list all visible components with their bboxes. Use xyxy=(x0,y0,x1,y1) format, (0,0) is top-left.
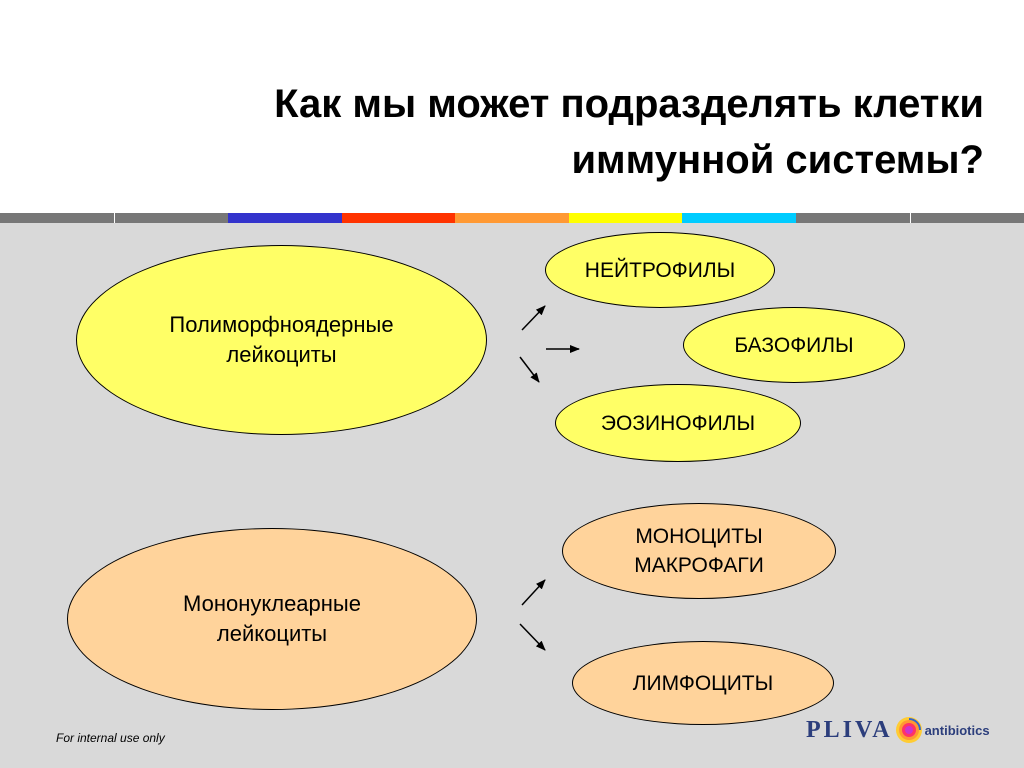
stripe-segment xyxy=(795,213,910,223)
logo-subtitle: antibiotics xyxy=(924,722,990,738)
polymorph-label-line-2: лейкоциты xyxy=(226,342,337,367)
eosinophils-label: ЭОЗИНОФИЛЫ xyxy=(600,411,756,435)
stripe-segment xyxy=(455,213,569,223)
eosinophils-ellipse: ЭОЗИНОФИЛЫ xyxy=(555,384,801,462)
monocytes-label: МОНОЦИТЫ xyxy=(635,525,763,548)
stripe-segment xyxy=(113,213,229,223)
logo-word: PLIVA xyxy=(806,716,893,743)
mononuclear-label-line-1: Мононуклеарные xyxy=(183,591,361,616)
stripe-segment xyxy=(228,213,342,223)
stripe-segment xyxy=(0,213,114,223)
neutrophils-ellipse: НЕЙТРОФИЛЫ xyxy=(545,232,775,308)
pliva-swirl-icon xyxy=(895,717,922,743)
polymorph-label-line-1: Полиморфноядерные xyxy=(169,312,394,337)
basophils-ellipse: БАЗОФИЛЫ xyxy=(683,307,905,383)
macrophages-label: МАКРОФАГИ xyxy=(634,554,764,577)
title-line-2: иммунной системы? xyxy=(571,138,984,182)
basophils-label: БАЗОФИЛЫ xyxy=(734,333,854,357)
stripe-segment xyxy=(909,213,1024,223)
title-line-1: Как мы может подразделять клетки xyxy=(274,82,984,126)
stripe-segment xyxy=(568,213,683,223)
slide-header: Как мы может подразделять клетки иммунно… xyxy=(0,0,1024,213)
polymorph-leukocytes-ellipse: Полиморфноядерные лейкоциты xyxy=(76,245,487,435)
color-stripe xyxy=(0,213,1024,223)
lymphocytes-label: ЛИМФОЦИТЫ xyxy=(632,671,774,695)
slide-title: Как мы может подразделять клетки иммунно… xyxy=(84,76,984,188)
monocytes-macrophages-ellipse: МОНОЦИТЫ МАКРОФАГИ xyxy=(562,503,836,599)
stripe-segment xyxy=(682,213,796,223)
mononuclear-label-line-2: лейкоциты xyxy=(216,621,328,646)
pliva-logo: PLIVA antibiotics xyxy=(806,710,1006,750)
lymphocytes-ellipse: ЛИМФОЦИТЫ xyxy=(572,641,834,725)
stripe-segment xyxy=(341,213,456,223)
internal-use-note: For internal use only xyxy=(56,731,165,745)
mononuclear-leukocytes-ellipse: Мононуклеарные лейкоциты xyxy=(67,528,477,710)
neutrophils-label: НЕЙТРОФИЛЫ xyxy=(584,258,736,282)
